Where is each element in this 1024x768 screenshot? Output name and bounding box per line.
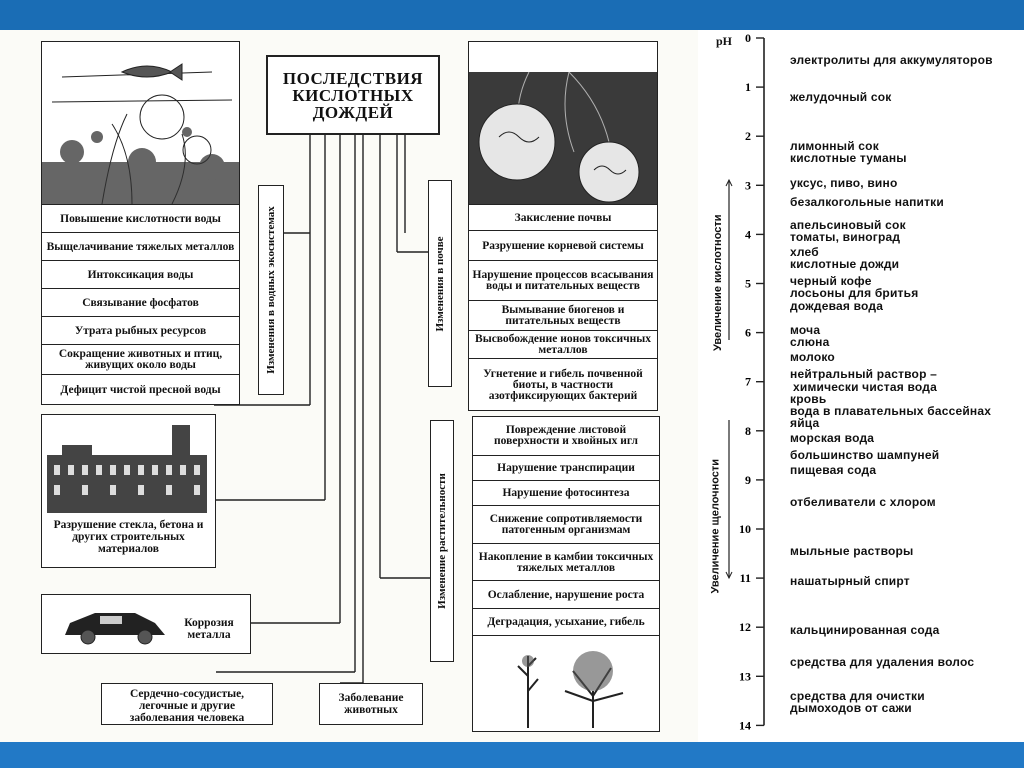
water-item: Связывание фосфатов (42, 288, 239, 317)
water-item: Повышение кислотности воды (42, 204, 239, 233)
ph-substance-label: нашатырный спирт (790, 573, 910, 588)
water-item: Интоксикация воды (42, 260, 239, 289)
human-diseases-label: Сердечно-сосудистые, легочные и другие з… (129, 688, 245, 724)
ph-tick-label: 2 (745, 129, 751, 143)
ph-substance-label: апельсиновый сок (790, 217, 906, 232)
ph-tick-label: 12 (739, 620, 751, 634)
ph-axis-title: pH (716, 34, 733, 48)
ph-tick-label: 13 (739, 669, 751, 683)
vegetation-item: Накопление в камбии токсичных тяжелых ме… (473, 543, 659, 581)
water-item: Сокращение животных и птиц, живущих окол… (42, 344, 239, 375)
underwater-illustration (42, 42, 239, 204)
ph-substance-label: кровь (790, 391, 827, 406)
vegetation-section-label: Изменение растительности (430, 420, 454, 662)
ph-substance-label: средства для очистки (790, 688, 925, 703)
vegetation-item: Снижение сопротивляемости патогенным орг… (473, 505, 659, 544)
ph-tick-label: 5 (745, 277, 751, 291)
soil-section-label: Изменения в почве (428, 180, 452, 387)
soil-item: Высвобождение ионов токсичных металлов (469, 330, 657, 359)
ph-substance-label: отбеливатели с хлором (790, 494, 936, 509)
ph-substance-label: средства для удаления волос (790, 654, 975, 669)
dead-trees-illustration (473, 635, 659, 728)
ph-tick-label: 11 (740, 571, 751, 585)
water-section-label: Изменения в водных экосистемах (258, 185, 284, 395)
ph-substance-label: нейтральный раствор – (790, 367, 938, 382)
bottom-frame-bar (0, 742, 1024, 768)
ph-tick-label: 6 (745, 326, 751, 340)
soil-item: Угнетение и гибель почвенной биоты, в ча… (469, 358, 657, 411)
water-item: Дефицит чистой пресной воды (42, 374, 239, 405)
ph-substance-label: уксус, пиво, вино (790, 175, 898, 190)
ph-substance-label: вода в плавательных бассейнах (790, 404, 992, 419)
metal-label: Коррозия металла (184, 617, 234, 641)
ph-substance-label: пищевая сода (790, 463, 877, 478)
soil-item: Вымывание биогенов и питательных веществ (469, 300, 657, 331)
vegetation-box: Повреждение листовой поверхности и хвойн… (472, 416, 660, 732)
ph-substance-label: молоко (790, 350, 835, 365)
ph-substance-label: мыльные растворы (790, 544, 914, 559)
ph-substance-label: хлеб (790, 244, 819, 259)
ph-tick-label: 3 (745, 178, 751, 192)
ph-tick-label: 0 (745, 31, 751, 45)
vegetation-item: Повреждение листовой поверхности и хвойн… (494, 424, 638, 447)
ph-tick-label: 14 (739, 718, 751, 732)
animal-diseases-box: Заболевание животных (319, 683, 423, 725)
water-ecosystems-box: Повышение кислотности воды Выщелачивание… (41, 41, 240, 405)
ph-substance-label: яйца (790, 416, 820, 431)
ph-tick-label: 1 (745, 80, 751, 94)
top-frame-bar (0, 0, 1024, 30)
ph-substance-label: лосьоны для бритья (790, 286, 919, 301)
acidity-arrow-head (725, 178, 733, 187)
metal-box: Коррозия металла (41, 594, 251, 654)
soil-item: Разрушение корневой системы (469, 230, 657, 261)
vegetation-item: Нарушение фотосинтеза (473, 480, 659, 506)
vegetation-item: Нарушение транспирации (473, 455, 659, 481)
alkalinity-label: Увеличение щелочности (709, 458, 722, 594)
ph-substance-label: слюна (790, 335, 830, 350)
buildings-label: Разрушение стекла, бетона и других строи… (53, 519, 204, 555)
ph-tick-label: 4 (745, 227, 751, 241)
ph-tick-label: 10 (739, 522, 751, 536)
ph-substance-label: морская вода (790, 431, 875, 446)
ph-substance-label: черный кофе (790, 274, 872, 289)
soil-item: Закисление почвы (469, 204, 657, 231)
diagram-title: ПОСЛЕДСТВИЯ КИСЛОТНЫХ ДОЖДЕЙ (266, 55, 440, 135)
vegetation-item: Ослабление, нарушение роста (473, 580, 659, 609)
building-illustration (42, 415, 215, 515)
soil-illustration (469, 42, 657, 204)
car-icon (65, 613, 165, 645)
ph-substance-label: кислотные дожди (790, 256, 900, 271)
ph-tick-label: 8 (745, 424, 751, 438)
human-diseases-box: Сердечно-сосудистые, легочные и другие з… (101, 683, 273, 725)
acidity-label: Увеличение кислотности (712, 214, 724, 351)
soil-item: Нарушение процессов всасывания воды и пи… (469, 260, 657, 301)
water-item: Выщелачивание тяжелых металлов (42, 232, 239, 261)
ph-substance-label: дождевая вода (790, 298, 884, 313)
ph-substance-label: моча (790, 323, 821, 338)
buildings-box: Разрушение стекла, бетона и других строи… (41, 414, 216, 568)
ph-substance-label: дымоходов от сажи (790, 701, 912, 716)
ph-substance-label: большинство шампуней (790, 448, 940, 463)
ph-substance-label: желудочный сок (790, 89, 892, 104)
ph-tick-label: 9 (745, 473, 751, 487)
vegetation-item: Деградация, усыхание, гибель (473, 608, 659, 636)
soil-box: Закисление почвы Разрушение корневой сис… (468, 41, 658, 411)
ph-substance-label: томаты, виноград (790, 229, 901, 244)
ph-substance-label: лимонный сок (790, 139, 879, 154)
ph-substance-label: кальцинированная сода (790, 622, 940, 637)
alkalinity-arrow-head (725, 571, 733, 580)
ph-substance-label: кислотные туманы (790, 151, 907, 166)
animal-diseases-label: Заболевание животных (338, 692, 404, 716)
ph-tick-label: 7 (745, 375, 751, 389)
ph-substance-label: химически чистая вода (793, 379, 937, 394)
ph-substance-label: электролиты для аккумуляторов (790, 53, 993, 68)
water-item: Утрата рыбных ресурсов (42, 316, 239, 345)
ph-substance-label: безалкогольные напитки (790, 195, 944, 210)
